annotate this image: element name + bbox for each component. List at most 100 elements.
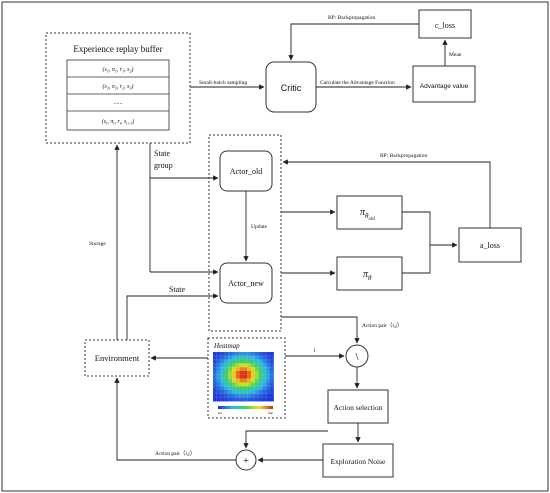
heatmap-cell (258, 367, 263, 372)
heatmap-cell (258, 371, 263, 375)
heatmap-cell (239, 359, 244, 364)
heatmap-scale-high: high (268, 412, 273, 415)
heatmap-cell (262, 390, 267, 394)
heatmap-cell (235, 374, 240, 379)
pi-old-node (336, 195, 403, 230)
heatmap-cell (266, 359, 271, 364)
heatmap-cell (220, 371, 225, 375)
heatmap-cell (270, 352, 274, 356)
heatmap-cell (247, 386, 252, 391)
heatmap-cell (258, 386, 263, 391)
heatmap-cell (266, 390, 271, 394)
heatmap-cell (247, 367, 252, 372)
label-bp-critic: BP: Backpropagation (328, 15, 375, 21)
heatmap-cell (270, 393, 274, 398)
heatmap-cell (232, 378, 236, 383)
heatmap-cell (243, 378, 248, 383)
heatmap-cell (262, 386, 267, 391)
heatmap-cell (270, 382, 274, 387)
edge-pi-new-to-aloss (402, 245, 431, 274)
heatmap-cell (228, 355, 233, 360)
pi-new-label: πθ (363, 269, 372, 282)
heatmap-cell (247, 378, 252, 383)
plus-op-label: + (243, 455, 249, 467)
heatmap-cell (228, 397, 233, 402)
heatmap-cell (239, 355, 244, 360)
heatmap-cell (243, 355, 248, 360)
heatmap-cell (220, 374, 225, 379)
a-loss-label: a_loss (480, 241, 500, 250)
heatmap-cell (235, 352, 240, 356)
heatmap-cell (254, 397, 259, 402)
advantage-value-node (412, 65, 476, 103)
label-bp-actor: BP: Backpropagation (380, 153, 427, 159)
heatmap-cell (254, 371, 259, 375)
heatmap-cell (224, 359, 229, 364)
heatmap-cell (258, 374, 263, 379)
heatmap-cell (239, 390, 244, 394)
heatmap-cell (270, 378, 274, 383)
heatmap-cell (251, 397, 255, 402)
a-loss-node (458, 227, 522, 263)
heatmap-cell (251, 371, 255, 375)
heatmap-cell (239, 374, 244, 379)
label-calc-advantage: Calculate the Advantage Function (320, 80, 395, 86)
heatmap-cell (220, 352, 225, 356)
heatmap-cell (239, 363, 244, 368)
label-storage: Storage (89, 241, 106, 247)
heatmap-cell (239, 397, 244, 402)
heatmap-cell (216, 393, 221, 398)
heatmap-cell (270, 397, 274, 402)
heatmap-cell (258, 352, 263, 356)
heatmap-cell (251, 363, 255, 368)
heatmap-cell (213, 390, 217, 394)
heatmap-cell (266, 393, 271, 398)
heatmap-cell (220, 382, 225, 387)
heatmap-cell (213, 352, 217, 356)
heatmap-cell (239, 378, 244, 383)
replay-row-t: (st, πt, rt, st+1) (102, 118, 134, 126)
label-state: State (169, 285, 185, 294)
heatmap-cell (251, 378, 255, 383)
heatmap-cell (213, 397, 217, 402)
heatmap-cell (262, 382, 267, 387)
heatmap-cell (251, 382, 255, 387)
heatmap-cell (216, 359, 221, 364)
label-action-pair-i1j: Action pair（i,j） (155, 450, 195, 457)
heatmap-grid (213, 352, 274, 402)
heatmap-cell (220, 363, 225, 368)
heatmap-cell (216, 378, 221, 383)
advantage-value-label: Advantage value (420, 83, 469, 90)
heatmap-cell (232, 390, 236, 394)
heatmap-cell (247, 374, 252, 379)
heatmap-cell (239, 382, 244, 387)
heatmap-cell (254, 390, 259, 394)
edge-actor-to-divide (281, 316, 360, 344)
heatmap-cell (251, 359, 255, 364)
heatmap-cell (247, 390, 252, 394)
heatmap-cell (270, 386, 274, 391)
heatmap-cell (220, 397, 225, 402)
heatmap-cell (266, 374, 271, 379)
heatmap-cell (258, 355, 263, 360)
heatmap-cell (247, 382, 252, 387)
pi-new-node (336, 256, 403, 291)
replay-row-ellipsis: ...... (114, 100, 124, 106)
exploration-noise-node (322, 443, 394, 478)
heatmap-cell (232, 355, 236, 360)
heatmap-title: Heatmap (213, 342, 240, 350)
environment-label: Environment (95, 353, 140, 363)
heatmap-cell (254, 355, 259, 360)
edge-env-state-to-actor-new (126, 293, 219, 340)
heatmap-cell (216, 397, 221, 402)
critic-label: Critic (281, 83, 302, 93)
replay-row-2: (s2, π2, r2, s3) (102, 83, 133, 91)
heatmap-cell (224, 378, 229, 383)
heatmap-cell (251, 386, 255, 391)
heatmap-cell (254, 367, 259, 372)
heatmap-cell (224, 367, 229, 372)
heatmap-cell (216, 374, 221, 379)
heatmap-cell (220, 359, 225, 364)
heatmap-cell (213, 359, 217, 364)
edge-selection-to-plus (243, 430, 328, 449)
